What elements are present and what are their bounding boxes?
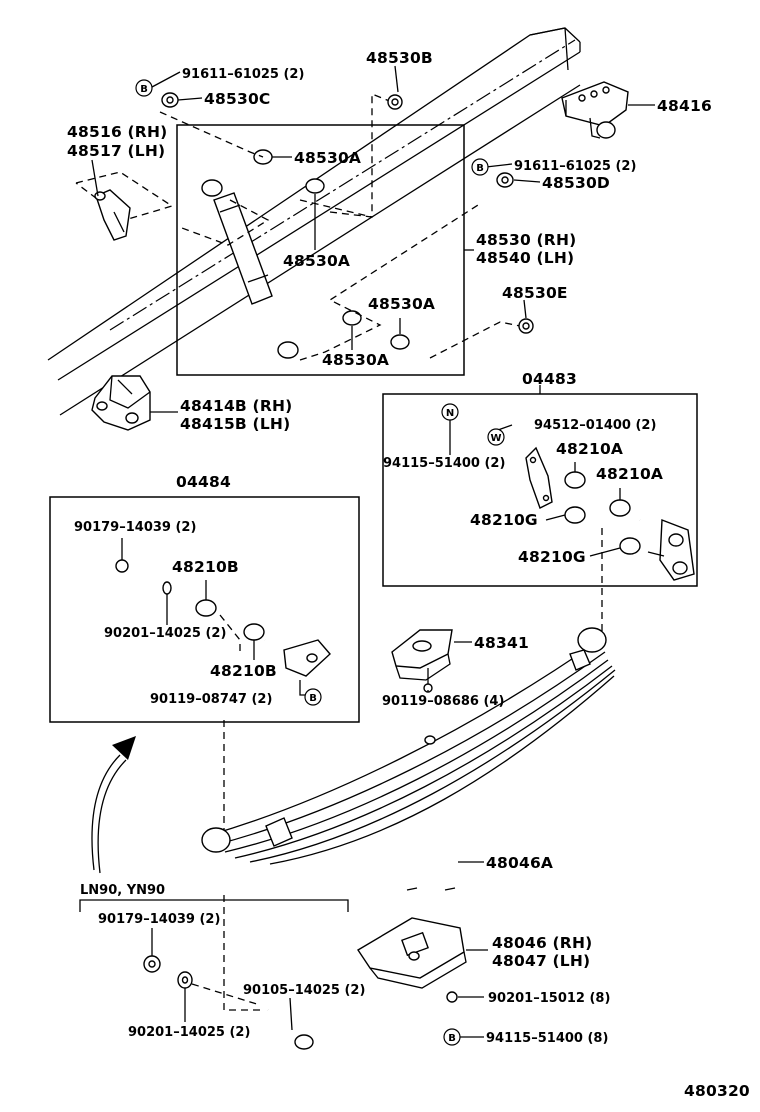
shackle-plate-icon [525,446,553,509]
callout-ln90-yn90: LN90, YN90 [80,883,165,898]
callout-48530C: 48530C [204,90,271,108]
callout-90201-14025-bottom: 90201–14025 (2) [128,1025,250,1040]
callout-48530D: 48530D [542,174,610,192]
nut-48530B-icon [387,94,403,110]
callout-48530A-1: 48530A [294,149,361,167]
nut-48530E-icon [518,318,534,334]
callout-48516-rh: 48516 (RH) [67,123,167,141]
callout-48210G-2: 48210G [518,548,586,566]
figure-number: 480320 [684,1082,750,1100]
callout-48530B: 48530B [366,49,433,67]
svg-text:N: N [446,408,454,419]
spring-plate-48341-icon [391,629,453,693]
shackle-pin-icon [639,518,695,581]
callout-90179-14039-box: 90179–14039 (2) [74,520,196,535]
svg-text:B: B [448,1033,456,1044]
washer-48530C-icon [161,92,179,108]
callout-48210B-1: 48210B [172,558,239,576]
shock-absorber-icon [201,179,299,359]
bottom-dashed-link [223,895,260,1011]
callout-48530E: 48530E [502,284,568,302]
leaf-spring-icon [201,627,616,865]
shock-dashed-links [159,93,521,361]
callout-94115-51400-box: 94115–51400 (2) [383,456,505,471]
washer-48530D-icon [496,172,514,188]
bracket-48416-icon [561,81,629,139]
callout-48530A-4: 48530A [322,351,389,369]
frame-rail [47,27,581,416]
callout-48210A-2: 48210A [596,465,663,483]
u-bolt-48046A-icon [406,816,456,905]
svg-text:B: B [476,163,484,174]
w-symbol-icon: W [487,428,505,446]
ln90-bracket [79,899,349,912]
bolt-90105-icon [191,983,314,1050]
callout-91611-61025-top: 91611–61025 (2) [182,67,304,82]
b-symbol-icon: B [304,688,322,706]
callout-48210B-2: 48210B [210,662,277,680]
callout-48047-lh: 48047 (LH) [492,952,590,970]
callout-48210A-1: 48210A [556,440,623,458]
callout-48341: 48341 [474,634,529,652]
bushing-48210A-icon [564,471,631,517]
bracket-48414B-icon [91,375,151,431]
curved-arrow-icon [91,736,136,874]
callout-48210G-1: 48210G [470,511,538,529]
nut-90201-15012-icon [446,991,458,1003]
callout-90105-14025: 90105–14025 (2) [243,983,365,998]
svg-text:B: B [309,693,317,704]
callout-90179-14039-bottom: 90179–14039 (2) [98,912,220,927]
callout-48540-lh: 48540 (LH) [476,249,574,267]
kit-04484-box [49,496,360,723]
callout-48530-rh: 48530 (RH) [476,231,576,249]
callout-48415B-lh: 48415B (LH) [180,415,290,433]
bushing-48210G-icon [564,506,641,555]
b-symbol-icon: B [443,1028,461,1046]
callout-48414B-rh: 48414B (RH) [180,397,292,415]
leader-lines [91,65,655,1038]
callout-90201-14025-box: 90201–14025 (2) [104,626,226,641]
b-symbol-icon: B [471,158,489,176]
bump-stopper-48516-icon [75,171,174,241]
washer-90201-icon [177,971,193,989]
callout-48416: 48416 [657,97,712,115]
callout-04483: 04483 [522,370,577,388]
callout-90119-08747: 90119–08747 (2) [150,692,272,707]
svg-text:B: B [140,84,148,95]
svg-text:W: W [490,433,501,444]
bushing-48530A-icon [253,149,410,350]
callout-48530A-2: 48530A [283,252,350,270]
b-symbol-icon: B [135,79,153,97]
n-symbol-icon: N [441,403,459,421]
callout-90119-08686: 90119–08686 (4) [382,694,504,709]
callout-labels: 91611–61025 (2) 48530B 48530C 48416 4851… [67,49,712,1046]
callout-04484: 04484 [176,473,231,491]
callout-48046-rh: 48046 (RH) [492,934,592,952]
callout-94115-51400-bottom: 94115–51400 (8) [486,1031,608,1046]
callout-48517-lh: 48517 (LH) [67,142,165,160]
callout-90201-15012: 90201–15012 (8) [488,991,610,1006]
callout-94512-01400: 94512–01400 (2) [534,418,656,433]
nut-90179-icon [143,955,161,973]
callout-91611-61025-right: 91611–61025 (2) [514,159,636,174]
callout-48530A-3: 48530A [368,295,435,313]
callout-48046A: 48046A [486,854,553,872]
seat-plate-48046-icon [357,917,467,989]
